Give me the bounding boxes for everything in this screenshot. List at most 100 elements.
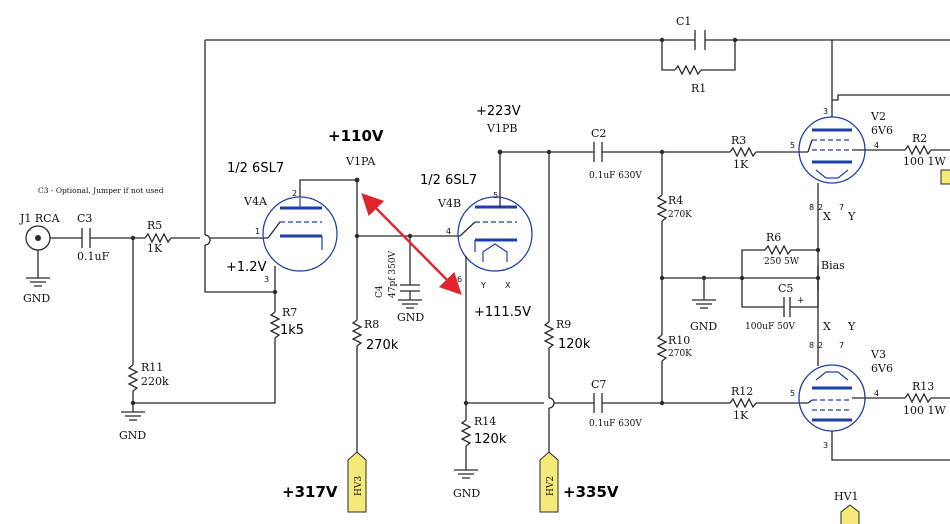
r4-label: R4: [668, 194, 683, 207]
r5-label: R5: [147, 219, 162, 232]
v4a-pin2: 2: [292, 189, 297, 198]
r5-value: 1K: [147, 242, 163, 255]
c1-label: C1: [676, 15, 691, 28]
r10-value: 270K: [668, 349, 692, 359]
r13-label: R13: [912, 380, 934, 393]
r7-label: R7: [282, 306, 297, 319]
v1pb-label: V1PB: [486, 122, 517, 135]
highlight-arrow: [361, 193, 462, 295]
v4b-pin-y: Y: [480, 281, 486, 290]
r14-label: R14: [474, 415, 496, 428]
feedback-network: [204, 30, 950, 293]
v4b-pin-x: X: [505, 281, 511, 290]
v2-pin-y: Y: [847, 210, 856, 223]
v3-pin8: 8: [809, 341, 814, 350]
input-section: [25, 225, 281, 421]
r11-label: R11: [141, 361, 163, 374]
v2-pin2: 2: [818, 203, 823, 212]
v4a-tube: [262, 179, 357, 292]
v4a-plate-voltage: +110V: [328, 127, 384, 145]
r9-label: R9: [556, 318, 571, 331]
r6-value: 250 5W: [764, 257, 800, 267]
r10-label: R10: [668, 334, 690, 347]
r3-value: 1K: [733, 158, 749, 171]
c4-value: 47pf 350V: [388, 250, 398, 298]
v3-type: 6V6: [871, 362, 893, 375]
gnd-label-c4: GND: [397, 311, 424, 324]
v2-pin-x: X: [823, 210, 831, 223]
r14-value: 120k: [474, 432, 507, 447]
v2-pin5: 5: [790, 141, 795, 150]
v4b-label: V4B: [437, 197, 461, 210]
v2-pin8: 8: [809, 203, 814, 212]
v4b-type: 1/2 6SL7: [420, 173, 477, 188]
v2-label: V2: [870, 110, 886, 123]
v3-tube: [798, 330, 950, 461]
hv1-tag: [840, 504, 860, 524]
gnd-label-r14: GND: [453, 487, 480, 500]
c5-value: 100uF 50V: [745, 322, 796, 332]
coupling-network: [593, 142, 821, 413]
r2-value: 100 1W: [903, 155, 946, 168]
gnd-label-bias: GND: [690, 320, 717, 333]
v2-pin4: 4: [874, 141, 879, 150]
v3-pin5: 5: [790, 389, 795, 398]
v4b-pin6: 6: [457, 275, 462, 284]
hv3-label: HV3: [354, 476, 364, 496]
v4a-type: 1/2 6SL7: [227, 161, 284, 176]
c2-value: 0.1uF 630V: [589, 171, 642, 181]
v4a-cathode-voltage: +1.2V: [226, 260, 267, 275]
v2-pin7: 7: [839, 203, 844, 212]
r4-value: 270K: [668, 210, 692, 220]
r12-label: R12: [731, 385, 753, 398]
c7-value: 0.1uF 630V: [589, 419, 642, 429]
v3-pin2: 2: [818, 341, 823, 350]
gnd-label-r11: GND: [119, 429, 146, 442]
v1pa-label: V1PA: [345, 155, 376, 168]
hv3-voltage: +317V: [282, 483, 338, 501]
r8-label: R8: [364, 318, 379, 331]
v2-type: 6V6: [871, 124, 893, 137]
v2-pin3: 3: [823, 107, 828, 116]
r8-value: 270k: [366, 338, 399, 353]
hv3-tag: [347, 451, 367, 513]
hv1-label: HV1: [834, 490, 859, 503]
c3-note: C3 - Optional, Jumper if not used: [38, 186, 164, 195]
c3-label: C3: [77, 212, 92, 225]
gnd-label-j1: GND: [23, 292, 50, 305]
r7-value: 1k5: [280, 323, 304, 338]
r9-value: 120k: [558, 337, 591, 352]
hv2-voltage: +335V: [563, 483, 619, 501]
bias-label: Bias: [821, 259, 845, 272]
r3-label: R3: [731, 134, 746, 147]
v4a-pin3: 3: [264, 275, 269, 284]
v3-label: V3: [870, 348, 886, 361]
hv2-tag: [539, 451, 559, 513]
v4b-tube: [457, 152, 533, 400]
r11-value: 220k: [141, 375, 169, 388]
c4-label: C4: [375, 285, 385, 298]
r12-value: 1K: [733, 409, 749, 422]
c5-label: C5: [778, 282, 793, 295]
v4b-plate-network: [454, 149, 594, 479]
v3-pin7: 7: [839, 341, 844, 350]
hv2-label: HV2: [546, 476, 556, 496]
v4a-pin1: 1: [255, 227, 260, 236]
v2-tube: [798, 40, 950, 205]
v3-pin-y: Y: [847, 320, 856, 333]
r1-label: R1: [691, 82, 706, 95]
v4b-pin5: 5: [493, 191, 498, 200]
j1-label: J1 RCA: [19, 212, 61, 225]
v3-pin4: 4: [874, 389, 879, 398]
v3-pin-x: X: [823, 320, 831, 333]
c2-label: C2: [591, 127, 606, 140]
v4b-plate-voltage: +223V: [476, 104, 521, 119]
r2-label: R2: [912, 132, 927, 145]
v4b-cathode-voltage: +111.5V: [474, 305, 531, 320]
c3-value: 0.1uF: [77, 250, 110, 263]
c7-label: C7: [591, 378, 606, 391]
c5-plus: +: [797, 296, 805, 306]
r13-value: 100 1W: [903, 404, 946, 417]
v3-pin3: 3: [823, 441, 828, 450]
